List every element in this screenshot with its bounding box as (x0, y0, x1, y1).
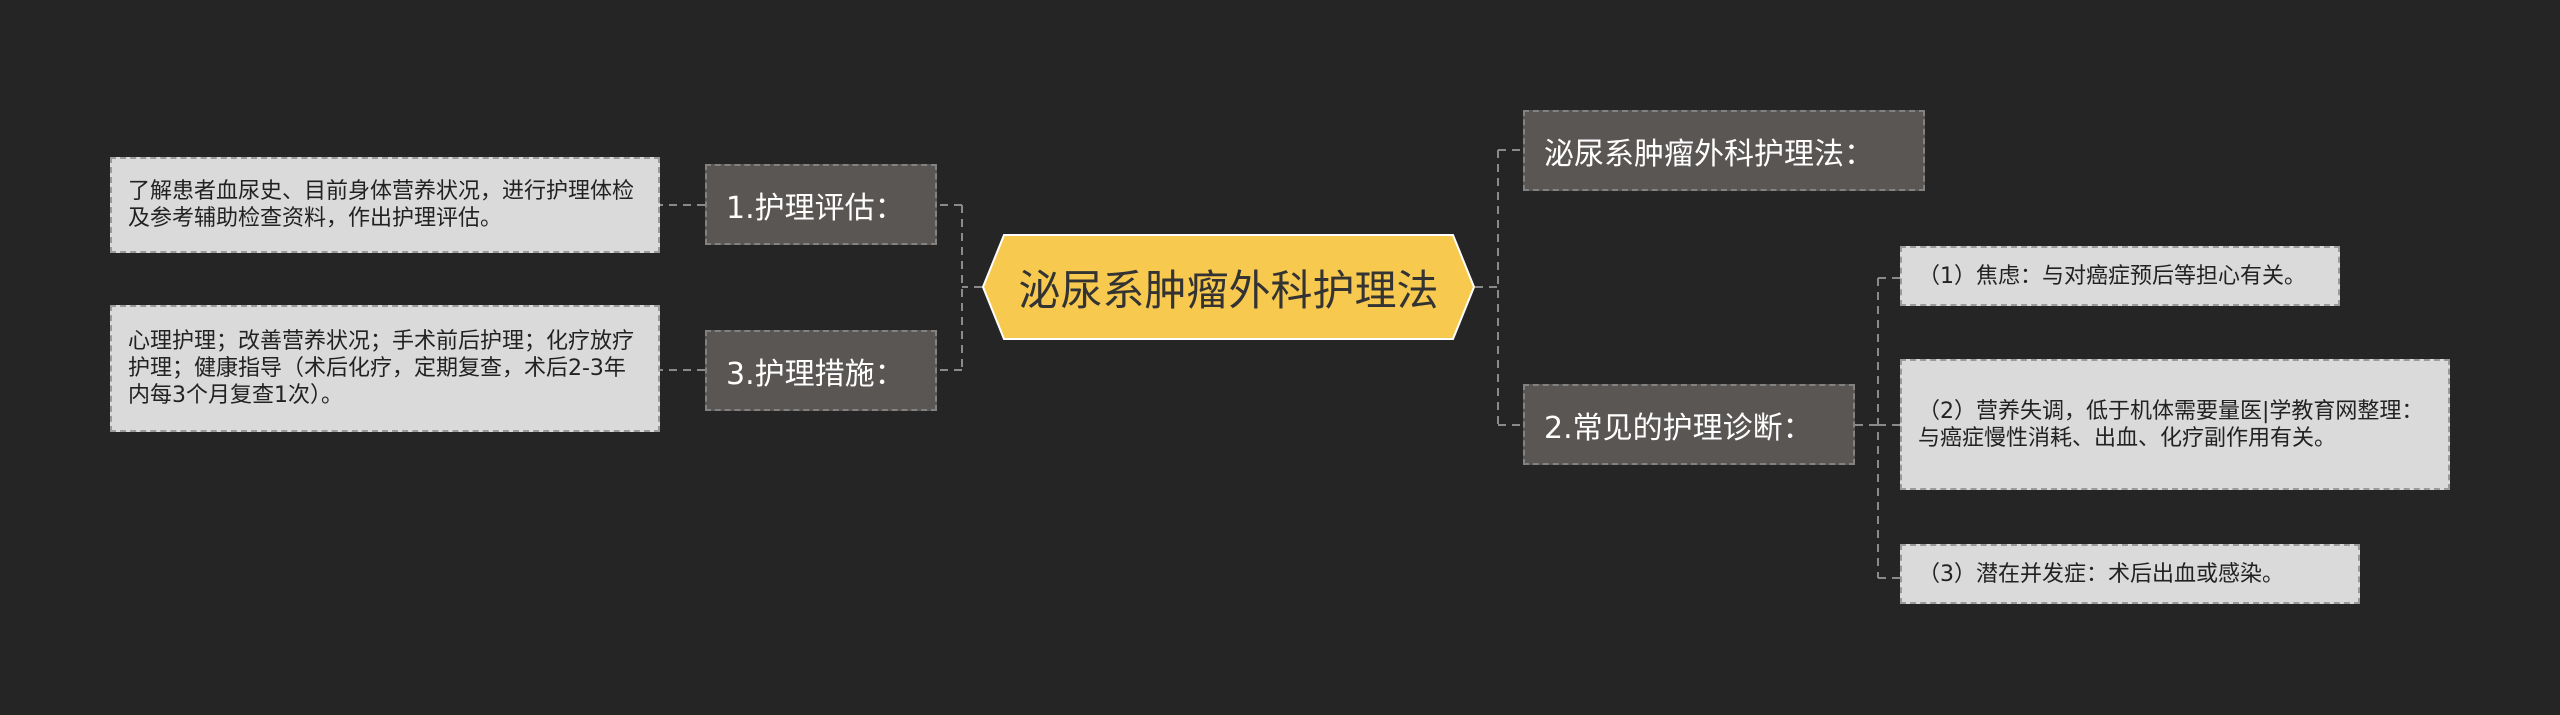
leaf-diagnosis-item-2[interactable]: （2）营养失调，低于机体需要量医|学教育网整理：与癌症慢性消耗、出血、化疗副作用… (1900, 359, 2450, 490)
branch-assessment-label: 1.护理评估： (726, 190, 905, 226)
leaf-measures-text: 心理护理；改善营养状况；手术前后护理；化疗放疗护理；健康指导（术后化疗，定期复查… (128, 329, 635, 408)
branch-measures[interactable]: 3.护理措施： (705, 330, 937, 411)
leaf-assessment-detail[interactable]: 了解患者血尿史、目前身体营养状况，进行护理体检及参考辅助检查资料，作出护理评估。 (110, 157, 660, 253)
leaf-diagnosis-item-3[interactable]: （3）潜在并发症：术后出血或感染。 (1900, 544, 2360, 604)
root-node[interactable]: 泌尿系肿瘤外科护理法 (982, 234, 1475, 340)
branch-assessment[interactable]: 1.护理评估： (705, 164, 937, 245)
branch-top-label: 泌尿系肿瘤外科护理法： (1544, 136, 1874, 172)
branch-top[interactable]: 泌尿系肿瘤外科护理法： (1523, 110, 1925, 191)
leaf-diagnosis-item-2-text: （2）营养失调，低于机体需要量医|学教育网整理：与癌症慢性消耗、出血、化疗副作用… (1918, 398, 2424, 451)
branch-diagnosis[interactable]: 2.常见的护理诊断： (1523, 384, 1855, 465)
leaf-diagnosis-item-1-text: （1）焦虑：与对癌症预后等担心有关。 (1918, 263, 2306, 289)
branch-diagnosis-label: 2.常见的护理诊断： (1544, 410, 1813, 446)
leaf-measures-detail[interactable]: 心理护理；改善营养状况；手术前后护理；化疗放疗护理；健康指导（术后化疗，定期复查… (110, 305, 660, 432)
leaf-diagnosis-item-1[interactable]: （1）焦虑：与对癌症预后等担心有关。 (1900, 246, 2340, 306)
leaf-diagnosis-item-3-text: （3）潜在并发症：术后出血或感染。 (1918, 561, 2284, 587)
root-label: 泌尿系肿瘤外科护理法 (1018, 265, 1439, 315)
leaf-assessment-text: 了解患者血尿史、目前身体营养状况，进行护理体检及参考辅助检查资料，作出护理评估。 (128, 179, 635, 231)
root-hexagon-shape (982, 234, 1475, 340)
branch-measures-label: 3.护理措施： (726, 356, 905, 392)
